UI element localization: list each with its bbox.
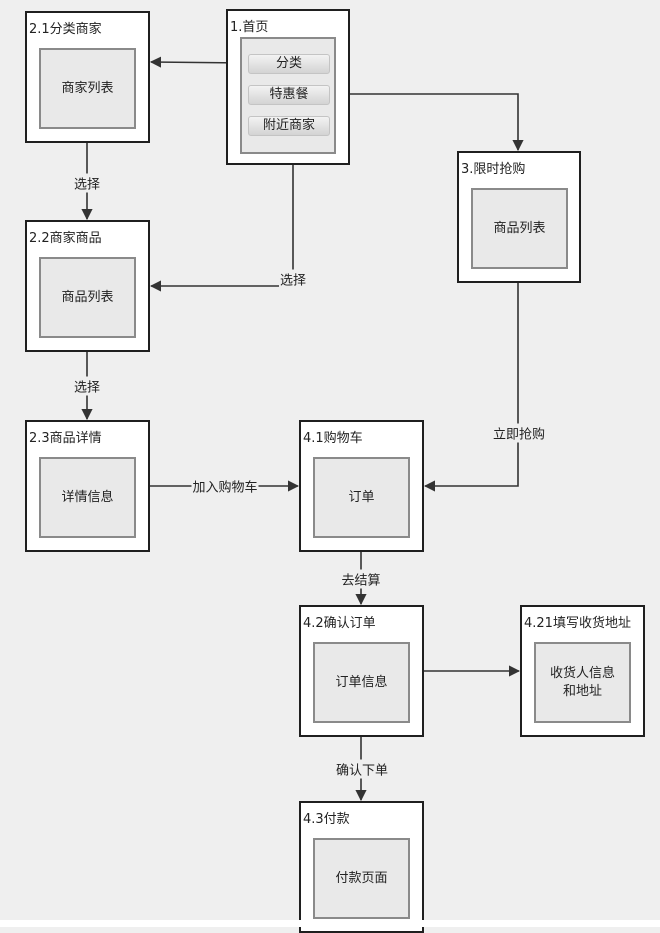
payment-title: 4.3付款 xyxy=(303,812,350,827)
merchant-products-title: 2.2商家商品 xyxy=(29,231,102,246)
flash-sale-node: 3.限时抢购 商品列表 xyxy=(457,151,581,283)
edge-label-select-1: 选择 xyxy=(72,173,102,193)
home-menu-panel: 分类 特惠餐 附近商家 xyxy=(240,37,336,154)
arrow-flashsale-to-cart xyxy=(423,283,519,492)
confirm-order-title: 4.2确认订单 xyxy=(303,616,376,631)
merchant-list-box: 商家列表 xyxy=(39,48,136,129)
product-list-box: 商品列表 xyxy=(39,257,136,338)
bottom-edge xyxy=(0,920,660,927)
flash-sale-product-list-box: 商品列表 xyxy=(471,188,568,269)
address-title: 4.21填写收货地址 xyxy=(524,616,631,631)
menu-button-nearby-merchants[interactable]: 附近商家 xyxy=(248,116,330,136)
arrow-special-to-flashsale xyxy=(329,93,524,152)
edge-label-buy-now: 立即抢购 xyxy=(491,423,547,443)
address-node: 4.21填写收货地址 收货人信息 和地址 xyxy=(520,605,645,737)
payment-page-box: 付款页面 xyxy=(313,838,410,919)
edge-label-select-2: 选择 xyxy=(278,269,308,289)
edge-label-confirm-place: 确认下单 xyxy=(334,759,390,779)
cart-title: 4.1购物车 xyxy=(303,431,363,446)
flash-sale-title: 3.限时抢购 xyxy=(461,162,526,177)
menu-button-special-meal[interactable]: 特惠餐 xyxy=(248,85,330,105)
product-detail-title: 2.3商品详情 xyxy=(29,431,102,446)
category-merchants-node: 2.1分类商家 商家列表 xyxy=(25,11,150,143)
payment-node: 4.3付款 付款页面 xyxy=(299,801,424,933)
menu-button-category[interactable]: 分类 xyxy=(248,54,330,74)
confirm-order-node: 4.2确认订单 订单信息 xyxy=(299,605,424,737)
recipient-info-box: 收货人信息 和地址 xyxy=(534,642,631,723)
merchant-products-node: 2.2商家商品 商品列表 xyxy=(25,220,150,352)
home-title: 1.首页 xyxy=(230,20,269,35)
edge-label-checkout: 去结算 xyxy=(340,569,382,589)
home-node: 1.首页 分类 特惠餐 附近商家 xyxy=(226,9,350,165)
category-merchants-title: 2.1分类商家 xyxy=(29,22,102,37)
detail-info-box: 详情信息 xyxy=(39,457,136,538)
product-detail-node: 2.3商品详情 详情信息 xyxy=(25,420,150,552)
cart-node: 4.1购物车 订单 xyxy=(299,420,424,552)
order-box: 订单 xyxy=(313,457,410,538)
edge-label-select-3: 选择 xyxy=(72,376,102,396)
order-info-box: 订单信息 xyxy=(313,642,410,723)
edge-label-add-to-cart: 加入购物车 xyxy=(191,476,259,496)
